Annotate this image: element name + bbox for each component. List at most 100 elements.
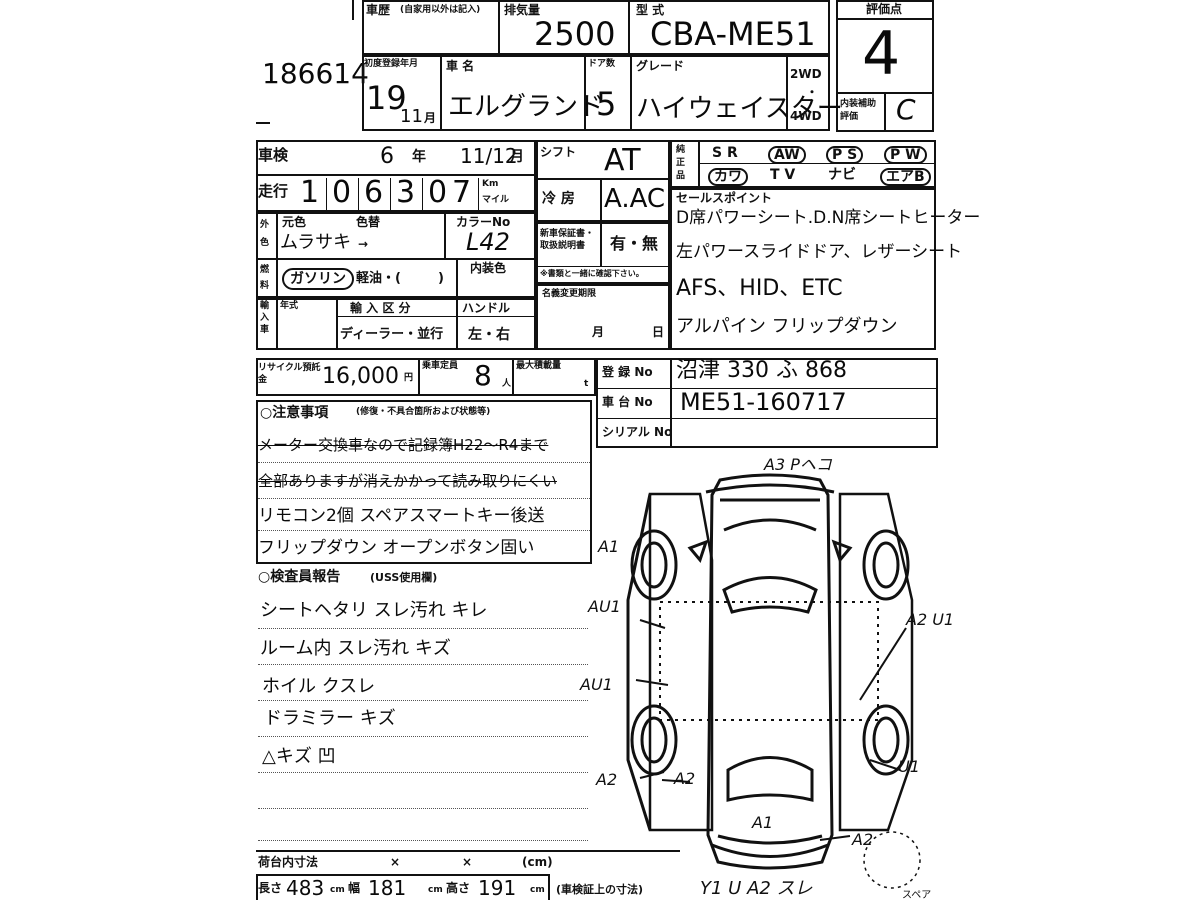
mileage-digit: 6 [364, 175, 384, 210]
recycle-amount: 16,000 [322, 364, 399, 389]
mileage-digit: 7 [452, 175, 472, 210]
warranty-label: 新車保証書・取扱説明書 [540, 229, 595, 251]
ac-label: 冷 房 [542, 191, 575, 207]
first-reg-month-suffix: 月 [424, 111, 437, 125]
serial-no-label: シリアル No [602, 425, 673, 439]
equip-tv: T V [770, 167, 796, 183]
sales-point-line: アルパイン フリップダウン [676, 316, 898, 337]
cargo-times-2: × [462, 855, 473, 869]
spare-label: スペア [902, 890, 931, 900]
damage-mark-rear: A1 [751, 813, 773, 832]
model-code-value: CBA-ME51 [650, 15, 816, 53]
chassis-no-value: ME51-160717 [680, 388, 847, 416]
orig-color-label: 元色 [282, 215, 307, 229]
notes-label-note: (修復・不具合箇所および状態等) [356, 407, 491, 417]
color-no-label: カラーNo [456, 215, 511, 229]
equip-sr: S R [712, 145, 738, 161]
header-tick [352, 0, 354, 20]
displacement-label: 排気量 [504, 3, 541, 17]
height-label: 高さ [446, 881, 471, 895]
cargo-times-1: × [390, 855, 401, 869]
width-unit: cm [428, 885, 443, 895]
length-unit: cm [330, 885, 345, 895]
history-label: 車歴 [366, 3, 391, 17]
model-code-label: 型 式 [636, 3, 665, 17]
interior-score: C [896, 93, 916, 126]
sales-points-label: セールスポイント [676, 191, 773, 205]
capacity-label: 乗車定員 [422, 361, 459, 371]
recycle-unit: 円 [404, 373, 414, 383]
mileage-digit: 1 [300, 175, 320, 210]
inspector-line: △キズ 凹 [262, 746, 336, 767]
sales-point-line: D席パワーシート.D.N席シートヒーター [676, 208, 981, 228]
fuel-gasoline: ガソリン [282, 268, 354, 290]
interior-score-label: 内装補助評価 [840, 99, 877, 122]
grade-score-label: 評価点 [866, 2, 903, 16]
registration-box [362, 55, 830, 131]
equip-navi: ナビ [828, 167, 856, 183]
name-change-label: 名義変更期限 [542, 289, 597, 299]
color-arrow: → [358, 237, 369, 251]
length-label: 長さ [258, 881, 283, 895]
doors-label: ドア数 [588, 59, 616, 69]
equip-aw: AW [768, 146, 806, 164]
equip-ps: P S [826, 146, 864, 164]
cargo-cm: (cm) [522, 855, 553, 869]
shaken-year: 6 [380, 144, 394, 169]
first-reg-label: 初度登録年月 [364, 59, 419, 69]
lot-number: 186614 [262, 57, 369, 90]
name-change-box [536, 284, 670, 350]
first-reg-year: 19 [366, 79, 407, 117]
width-label: 幅 [348, 881, 361, 895]
displacement-value: 2500 [534, 15, 616, 53]
mileage-unit-mile: マイル [482, 195, 510, 205]
capacity-unit: 人 [502, 379, 512, 389]
shaken-label: 車検 [258, 146, 289, 164]
fuel-close: ) [438, 271, 444, 286]
warranty-box [536, 222, 670, 284]
name-change-month: 月 [592, 325, 605, 339]
import-year-label: 年式 [280, 301, 299, 311]
inspector-label-note: (USS使用欄) [370, 571, 438, 584]
shaken-year-suffix: 年 [412, 149, 426, 165]
shaken-date: 11/12 [460, 144, 518, 168]
recycle-label: リサイクル預託金 [258, 363, 321, 385]
damage-mark-bottom: Y1 U A2 スレ [700, 878, 813, 899]
damage-mark-rf-door: A2 U1 [905, 610, 954, 629]
equipment-box [670, 140, 936, 188]
color-box [256, 212, 536, 298]
car-name-value: エルグランド [448, 92, 605, 122]
reg-no-value: 沼津 330 ふ 868 [676, 358, 847, 383]
handle-label: ハンドル [462, 301, 511, 315]
damage-mark-lf-door: AU1 [587, 597, 621, 616]
notes-label: ○注意事項 [260, 405, 329, 421]
mileage-unit-km: Km [482, 179, 499, 189]
warranty-note: ※書類と一緒に確認下さい。 [540, 269, 644, 278]
drive-4wd: 4WD [790, 109, 822, 123]
color-no-value: L42 [466, 228, 510, 256]
damage-mark-lr-door: AU1 [579, 675, 613, 694]
inspector-line: ホイル クスレ [262, 676, 376, 697]
import-box [256, 298, 536, 350]
recycle-box [256, 358, 596, 396]
load-unit: t [584, 379, 589, 389]
grade-score: 4 [862, 19, 901, 89]
inspector-line: ルーム内 スレ汚れ キズ [260, 638, 451, 659]
color-change-label: 色替 [356, 215, 381, 229]
inspection-box [256, 140, 536, 212]
mileage-digit: 0 [332, 175, 352, 210]
doors-value: 5 [596, 85, 617, 123]
load-label: 最大積載量 [516, 361, 562, 371]
damage-mark-rear-l: A2 [673, 769, 695, 788]
drive-2wd: 2WD [790, 67, 822, 81]
dimensions-box [256, 874, 550, 900]
equip-airbag: エアB [880, 168, 931, 186]
shift-box [536, 140, 670, 222]
equip-label: 純正品 [676, 145, 686, 181]
width-value: 181 [368, 876, 407, 900]
fuel-side-label: 燃料 [260, 265, 270, 291]
ac-value: A.AC [604, 184, 666, 214]
shift-label: シフト [540, 145, 577, 159]
